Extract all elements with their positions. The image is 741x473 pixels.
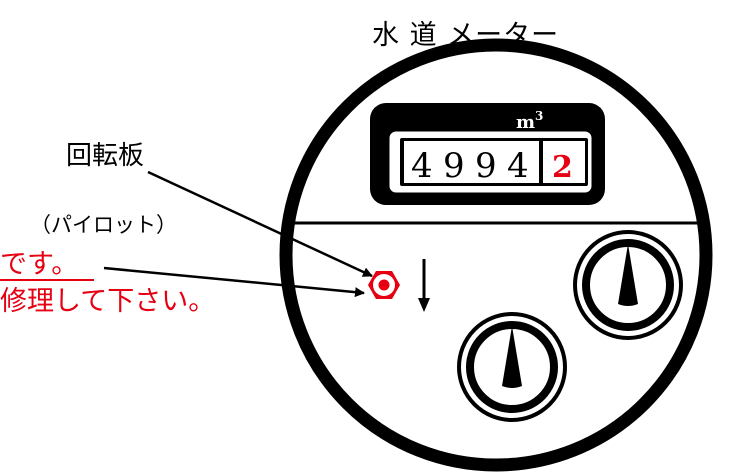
down-arrow-icon [418, 259, 430, 312]
pilot-label: （パイロット） [30, 213, 177, 237]
odometer-digit-2: 9 [443, 146, 465, 186]
odometer-digit-red: 2 [552, 150, 573, 185]
odometer: m3 4 9 9 4 2 [370, 103, 605, 205]
unit-label: m3 [516, 109, 543, 133]
odometer-digit-1: 4 [411, 146, 433, 186]
odometer-digit-4: 4 [507, 146, 529, 186]
warning-line-1: です。 [0, 249, 78, 280]
odometer-digit-3: 9 [475, 146, 497, 186]
needle-dial-icon [573, 230, 683, 340]
rotor-label: 回転板 [66, 141, 144, 171]
needle-dial-icon [457, 312, 567, 422]
warning-leader-arrow [103, 266, 365, 298]
hexagon-pilot-icon [368, 271, 400, 299]
rotor-leader-arrow [147, 170, 373, 278]
warning-line-2: 修理して下さい。 [0, 286, 215, 317]
